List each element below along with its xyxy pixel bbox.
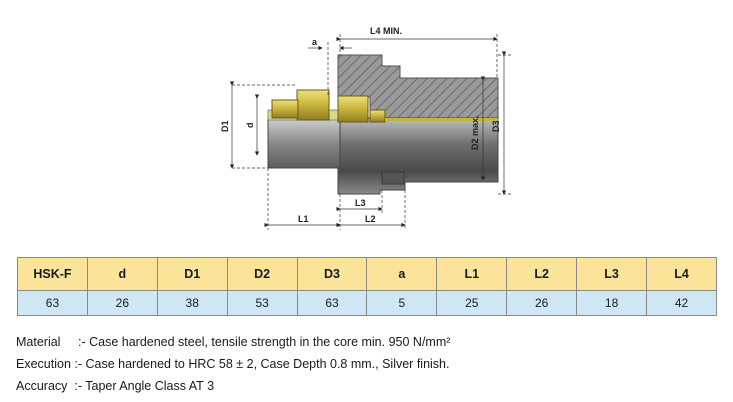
note-accuracy: Accuracy :- Taper Angle Class AT 3 <box>16 375 450 397</box>
execution-label: Execution <box>16 357 71 371</box>
execution-text: :- Case hardened to HRC 58 ± 2, Case Dep… <box>74 357 450 371</box>
table-row: 63 26 38 53 63 5 25 26 18 42 <box>17 290 717 316</box>
header-l1: L1 <box>436 257 508 291</box>
header-hsk-f: HSK-F <box>17 257 88 291</box>
label-l1: L1 <box>298 214 309 224</box>
cell-d: 26 <box>86 290 158 316</box>
cell-hsk-f: 63 <box>17 290 88 316</box>
accuracy-text: :- Taper Angle Class AT 3 <box>74 379 215 393</box>
material-label: Material <box>16 335 61 349</box>
cell-d2: 53 <box>226 290 298 316</box>
cell-l1: 25 <box>436 290 508 316</box>
label-a: a <box>312 37 318 47</box>
dimension-lines <box>229 34 512 230</box>
header-d: d <box>86 257 158 291</box>
material-text: :- Case hardened steel, tensile strength… <box>78 335 451 349</box>
header-d2: D2 <box>226 257 298 291</box>
spec-table: HSK-F d D1 D2 D3 a L1 L2 L3 L4 63 26 38 … <box>17 257 717 316</box>
cell-l4: 42 <box>646 290 717 316</box>
label-l3: L3 <box>355 198 366 208</box>
note-execution: Execution :- Case hardened to HRC 58 ± 2… <box>16 353 450 375</box>
header-l3: L3 <box>576 257 648 291</box>
cell-l3: 18 <box>576 290 648 316</box>
label-l2: L2 <box>365 214 376 224</box>
header-d3: D3 <box>296 257 368 291</box>
label-d3: D3 <box>491 120 501 132</box>
technical-drawing: L4 MIN. a D1 d D2 max. D3 L1 L2 L3 <box>220 26 512 230</box>
cell-a: 5 <box>366 290 438 316</box>
cell-d1: 38 <box>156 290 228 316</box>
cell-l2: 26 <box>506 290 578 316</box>
label-l4-min: L4 MIN. <box>370 26 402 36</box>
header-l4: L4 <box>646 257 717 291</box>
part-section <box>267 54 499 195</box>
cell-d3: 63 <box>296 290 368 316</box>
accuracy-label: Accuracy <box>16 379 68 393</box>
label-d1: D1 <box>220 120 230 132</box>
notes-section: Material :- Case hardened steel, tensile … <box>16 331 450 397</box>
header-l2: L2 <box>506 257 578 291</box>
label-d: d <box>245 123 255 129</box>
spec-table-header-row: HSK-F d D1 D2 D3 a L1 L2 L3 L4 <box>17 257 717 291</box>
header-d1: D1 <box>156 257 228 291</box>
header-a: a <box>366 257 438 291</box>
label-d2-max: D2 max. <box>470 115 480 150</box>
note-material: Material :- Case hardened steel, tensile … <box>16 331 450 353</box>
